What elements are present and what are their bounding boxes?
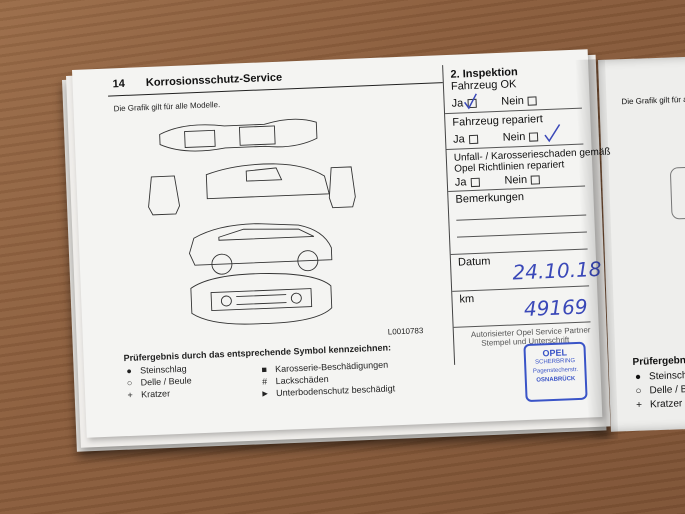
remarks-label: Bemerkungen	[455, 190, 525, 206]
legend-item-paint-damage: #Lackschäden	[261, 373, 329, 387]
right-page-legend-item: ●Steinschlag	[634, 369, 685, 383]
dealer-stamp: OPEL SCHERBRING Pagenstecherstr. OSNABRÜ…	[523, 341, 588, 403]
page-number: 14	[112, 77, 126, 91]
right-page-legend-title: Prüfergebnis	[632, 354, 685, 368]
right-page-legend-item: ○Delle / Beule	[635, 383, 685, 397]
right-page-car-diagram	[669, 166, 685, 220]
page-title: Korrosionsschutz-Service	[145, 71, 283, 90]
page-header: 14 Korrosionsschutz-Service	[112, 72, 282, 91]
right-page-legend-item: +Kratzer	[635, 398, 683, 411]
legend-item-chip: ●Steinschlag	[126, 363, 187, 377]
rule	[452, 285, 590, 292]
car-body-diagram	[148, 118, 356, 325]
remarks-line	[456, 231, 587, 238]
service-book-page: 14 Korrosionsschutz-Service Die Grafik g…	[72, 49, 611, 438]
diagram-code: L0010783	[387, 326, 424, 337]
date-label: Datum	[457, 255, 491, 269]
handwritten-checkmarks	[464, 93, 561, 143]
right-page-note: Die Grafik gilt für alle	[621, 95, 685, 107]
legend-item-scratch: +Kratzer	[127, 388, 171, 401]
legend-item-body-damage: ■Karosserie-Beschädigungen	[261, 359, 389, 375]
remarks-line	[456, 214, 587, 221]
diagram-note: Die Grafik gilt für alle Modelle.	[113, 100, 221, 114]
handwritten-km: 49169	[523, 294, 589, 322]
rule	[450, 248, 588, 255]
legend-item-dent: ○Delle / Beule	[126, 375, 192, 389]
km-label: km	[459, 293, 475, 306]
